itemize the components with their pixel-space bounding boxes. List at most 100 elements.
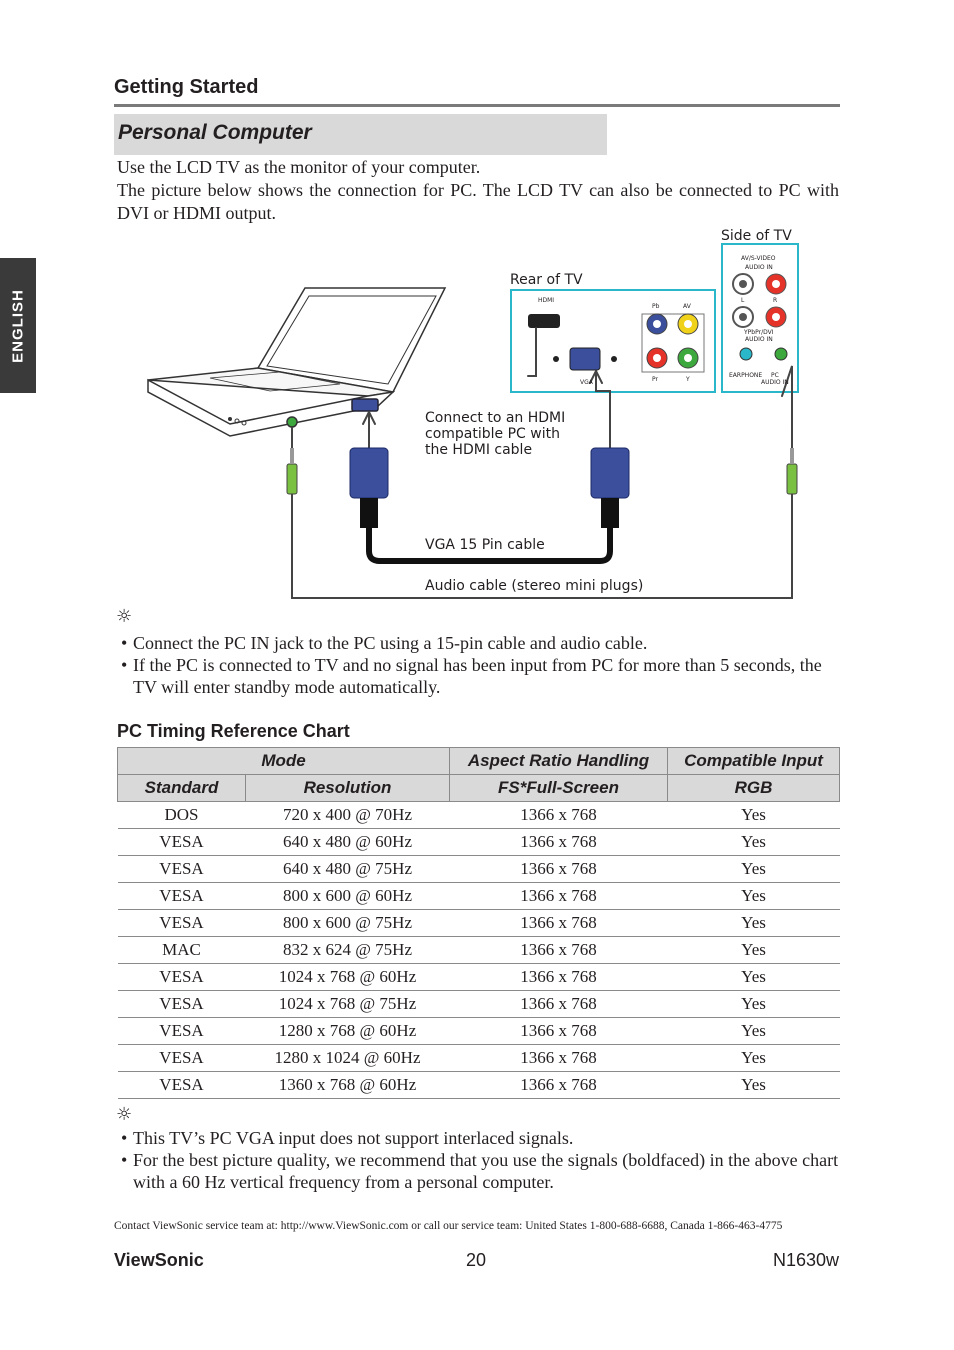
title-band	[114, 114, 607, 155]
connection-diagram: Side of TV Rear of TV HDMI VGA Pb AV Pr …	[147, 228, 799, 599]
table-cell: VESA	[117, 990, 246, 1018]
language-side-tab: ENGLISH	[0, 258, 36, 393]
table-cell: VESA	[117, 882, 246, 910]
pb-port-label: Pb	[652, 303, 660, 310]
table-cell: MAC	[117, 936, 246, 964]
table-cell: Yes	[667, 1044, 840, 1072]
table-cell: 1024 x 768 @ 75Hz	[245, 990, 450, 1018]
pc-label: PC	[771, 372, 779, 379]
tip-item: This TV’s PC VGA input does not support …	[117, 1127, 839, 1149]
vga-cable-label: VGA 15 Pin cable	[425, 537, 545, 553]
table-subheader-row: Standard Resolution FS*Full-Screen RGB	[117, 774, 841, 802]
table-cell: 1366 x 768	[449, 1071, 668, 1099]
tip-icon: ☼	[116, 606, 133, 627]
table-header-row: Mode Aspect Ratio Handling Compatible In…	[116, 747, 841, 775]
table-cell: Yes	[667, 963, 840, 991]
page-number: 20	[466, 1250, 487, 1270]
footer-brand: ViewSonic	[114, 1250, 204, 1270]
table-cell: 1366 x 768	[449, 990, 668, 1018]
table-cell: 640 x 480 @ 75Hz	[245, 855, 450, 883]
table-cell: VESA	[117, 963, 246, 991]
intro-line-2: The picture below shows the connection f…	[117, 180, 839, 223]
av-svideo-label: AV/S-VIDEO	[741, 255, 776, 262]
tip-item: For the best picture quality, we recomme…	[117, 1149, 839, 1193]
table-cell: VESA	[117, 1071, 246, 1099]
table-cell: DOS	[117, 801, 246, 829]
table-cell: 1366 x 768	[449, 1044, 668, 1072]
table-cell: 1366 x 768	[449, 855, 668, 883]
audio-plug-left	[286, 448, 298, 495]
ypbpr-dvi-label: YPbPr/DVI	[743, 329, 774, 336]
intro-text: Use the LCD TV as the monitor of your co…	[117, 156, 839, 225]
tip-icon-2: ☼	[116, 1104, 133, 1125]
contact-line: Contact ViewSonic service team at: http:…	[114, 1220, 783, 1232]
hdmi-note-line-1: Connect to an HDMI	[425, 410, 565, 426]
av-port-label: AV	[683, 303, 692, 310]
audio-in-label: AUDIO IN	[745, 264, 773, 271]
cables	[291, 327, 793, 599]
header-rgb: RGB	[667, 774, 841, 802]
intro-line-1: Use the LCD TV as the monitor of your co…	[117, 157, 481, 177]
table-cell: Yes	[667, 828, 840, 856]
table-cell: VESA	[117, 1044, 246, 1072]
table-cell: 800 x 600 @ 75Hz	[245, 909, 450, 937]
table-cell: Yes	[667, 882, 840, 910]
side-of-tv-panel	[721, 243, 799, 393]
hdmi-note-line-2: compatible PC with	[425, 426, 560, 442]
table-cell: 832 x 624 @ 75Hz	[245, 936, 450, 964]
table-cell: 1360 x 768 @ 60Hz	[245, 1071, 450, 1099]
table-cell: 640 x 480 @ 60Hz	[245, 828, 450, 856]
pr-port-label: Pr	[652, 376, 659, 383]
model-number: N1630w	[772, 1250, 839, 1270]
table-cell: Yes	[667, 1071, 840, 1099]
vga-port-label: VGA	[580, 379, 594, 386]
table-cell: Yes	[667, 801, 840, 829]
pc-audio-in-label: AUDIO IN	[761, 379, 789, 386]
vga-connector-right	[590, 447, 630, 528]
table-cell: 1366 x 768	[449, 1017, 668, 1045]
section-divider	[114, 104, 840, 107]
rear-of-tv-panel	[510, 289, 716, 393]
table-cell: 1366 x 768	[449, 801, 668, 829]
side-tab-label: ENGLISH	[9, 288, 27, 363]
hdmi-note-line-3: the HDMI cable	[425, 442, 532, 458]
table-cell: Yes	[667, 1017, 840, 1045]
table-cell: VESA	[117, 909, 246, 937]
header-full-screen: FS*Full-Screen	[449, 774, 669, 802]
header-standard: Standard	[117, 774, 246, 802]
audio-cable-label: Audio cable (stereo mini plugs)	[425, 578, 643, 594]
audio-in-2-label: AUDIO IN	[745, 336, 773, 343]
left-channel-label: L	[741, 297, 745, 304]
hdmi-port-label: HDMI	[538, 297, 554, 304]
tip-item: If the PC is connected to TV and no sign…	[117, 654, 839, 698]
table-cell: 1366 x 768	[449, 909, 668, 937]
table-cell: 1366 x 768	[449, 882, 668, 910]
page-title: Personal Computer	[118, 121, 312, 144]
table-cell: VESA	[117, 855, 246, 883]
header-aspect-ratio: Aspect Ratio Handling	[449, 747, 669, 775]
tip-item: Connect the PC IN jack to the PC using a…	[117, 632, 839, 654]
tips-list-1: Connect the PC IN jack to the PC using a…	[117, 632, 839, 698]
laptop-illustration	[147, 287, 447, 437]
table-cell: Yes	[667, 936, 840, 964]
side-of-tv-label: Side of TV	[721, 228, 792, 244]
table-cell: 1366 x 768	[449, 963, 668, 991]
timing-chart-title: PC Timing Reference Chart	[117, 721, 350, 741]
table-cell: Yes	[667, 909, 840, 937]
audio-plug-right	[786, 448, 798, 495]
section-header: Getting Started	[114, 76, 259, 98]
table-cell: Yes	[667, 855, 840, 883]
table-cell: Yes	[667, 990, 840, 1018]
table-cell: 800 x 600 @ 60Hz	[245, 882, 450, 910]
pc-timing-table: Mode Aspect Ratio Handling Compatible In…	[116, 747, 841, 1099]
table-cell: 720 x 400 @ 70Hz	[245, 801, 450, 829]
